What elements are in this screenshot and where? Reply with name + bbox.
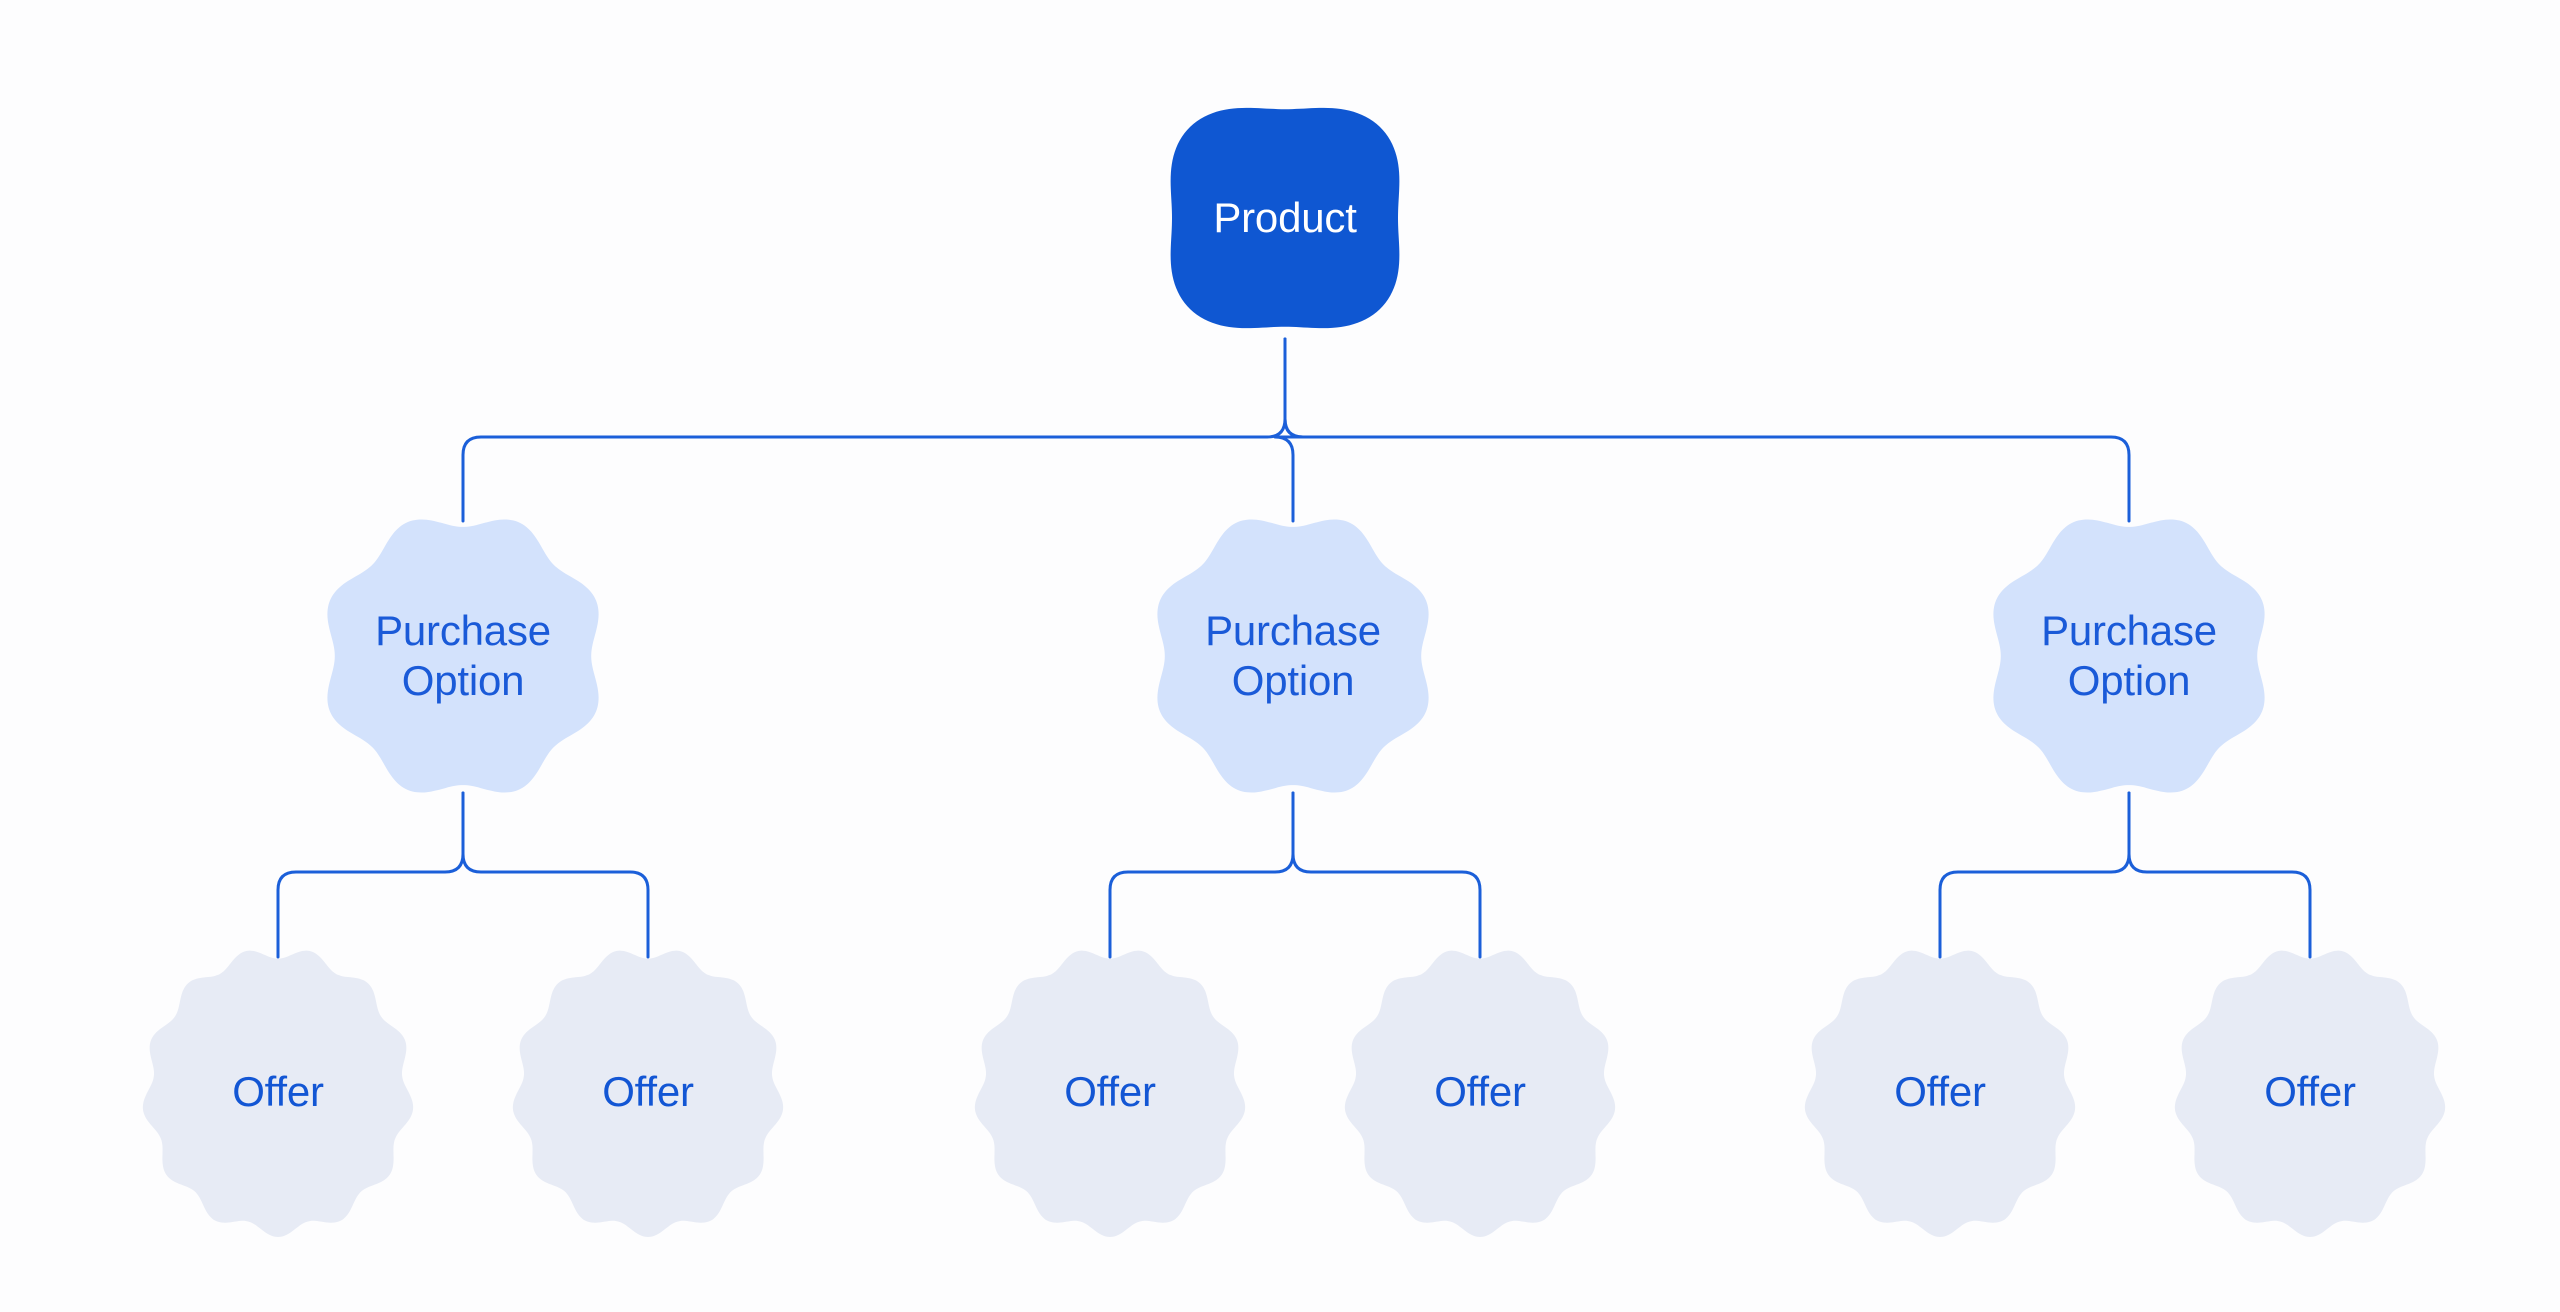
- node-offer-2-label: Offer: [602, 1068, 694, 1116]
- blob-8-lobe-shape: [1157, 519, 1429, 793]
- scallop-13-lobe-shape: [974, 950, 1246, 1237]
- node-purchase-option-2-label: Purchase Option: [1205, 607, 1381, 704]
- node-offer-4[interactable]: Offer: [1344, 947, 1616, 1237]
- node-purchase-option-2[interactable]: Purchase Option: [1149, 511, 1437, 801]
- scallop-13-lobe-shape: [512, 950, 784, 1237]
- blob-8-lobe-shape: [1993, 519, 2265, 793]
- node-purchase-option-3[interactable]: Purchase Option: [1985, 511, 2273, 801]
- edge-option-2-to-offer-4: [1291, 791, 1482, 959]
- node-product[interactable]: Product: [1151, 89, 1419, 347]
- edge-option-1-to-offer-1: [276, 791, 465, 959]
- node-offer-5[interactable]: Offer: [1804, 947, 2076, 1237]
- edge-option-3-to-offer-5: [1938, 791, 2131, 959]
- node-purchase-option-1-label: Purchase Option: [375, 607, 551, 704]
- edge-product-to-option-3: [1283, 337, 2131, 523]
- scallop-13-lobe-shape: [142, 950, 414, 1237]
- scallop-13-lobe-shape: [1344, 950, 1616, 1237]
- node-offer-5-label: Offer: [1894, 1068, 1986, 1116]
- node-offer-1[interactable]: Offer: [142, 947, 414, 1237]
- node-offer-3[interactable]: Offer: [974, 947, 1246, 1237]
- blob-8-lobe-shape: [327, 519, 599, 793]
- scallop-13-lobe-shape: [1804, 950, 2076, 1237]
- scallop-13-lobe-shape: [2174, 950, 2446, 1237]
- node-offer-1-label: Offer: [232, 1068, 324, 1116]
- blob-4-lobe-shape: [1170, 107, 1400, 329]
- node-offer-4-label: Offer: [1434, 1068, 1526, 1116]
- node-offer-6-label: Offer: [2264, 1068, 2356, 1116]
- node-purchase-option-1[interactable]: Purchase Option: [319, 511, 607, 801]
- node-offer-3-label: Offer: [1064, 1068, 1156, 1116]
- edge-option-3-to-offer-6: [2127, 791, 2312, 959]
- edge-product-to-option-1: [461, 337, 1287, 523]
- node-offer-6[interactable]: Offer: [2174, 947, 2446, 1237]
- edge-product-to-option-2: [1273, 337, 1305, 523]
- node-product-label: Product: [1213, 194, 1357, 242]
- edge-option-1-to-offer-2: [461, 791, 650, 959]
- node-purchase-option-3-label: Purchase Option: [2041, 607, 2217, 704]
- node-offer-2[interactable]: Offer: [512, 947, 784, 1237]
- edge-option-2-to-offer-3: [1108, 791, 1295, 959]
